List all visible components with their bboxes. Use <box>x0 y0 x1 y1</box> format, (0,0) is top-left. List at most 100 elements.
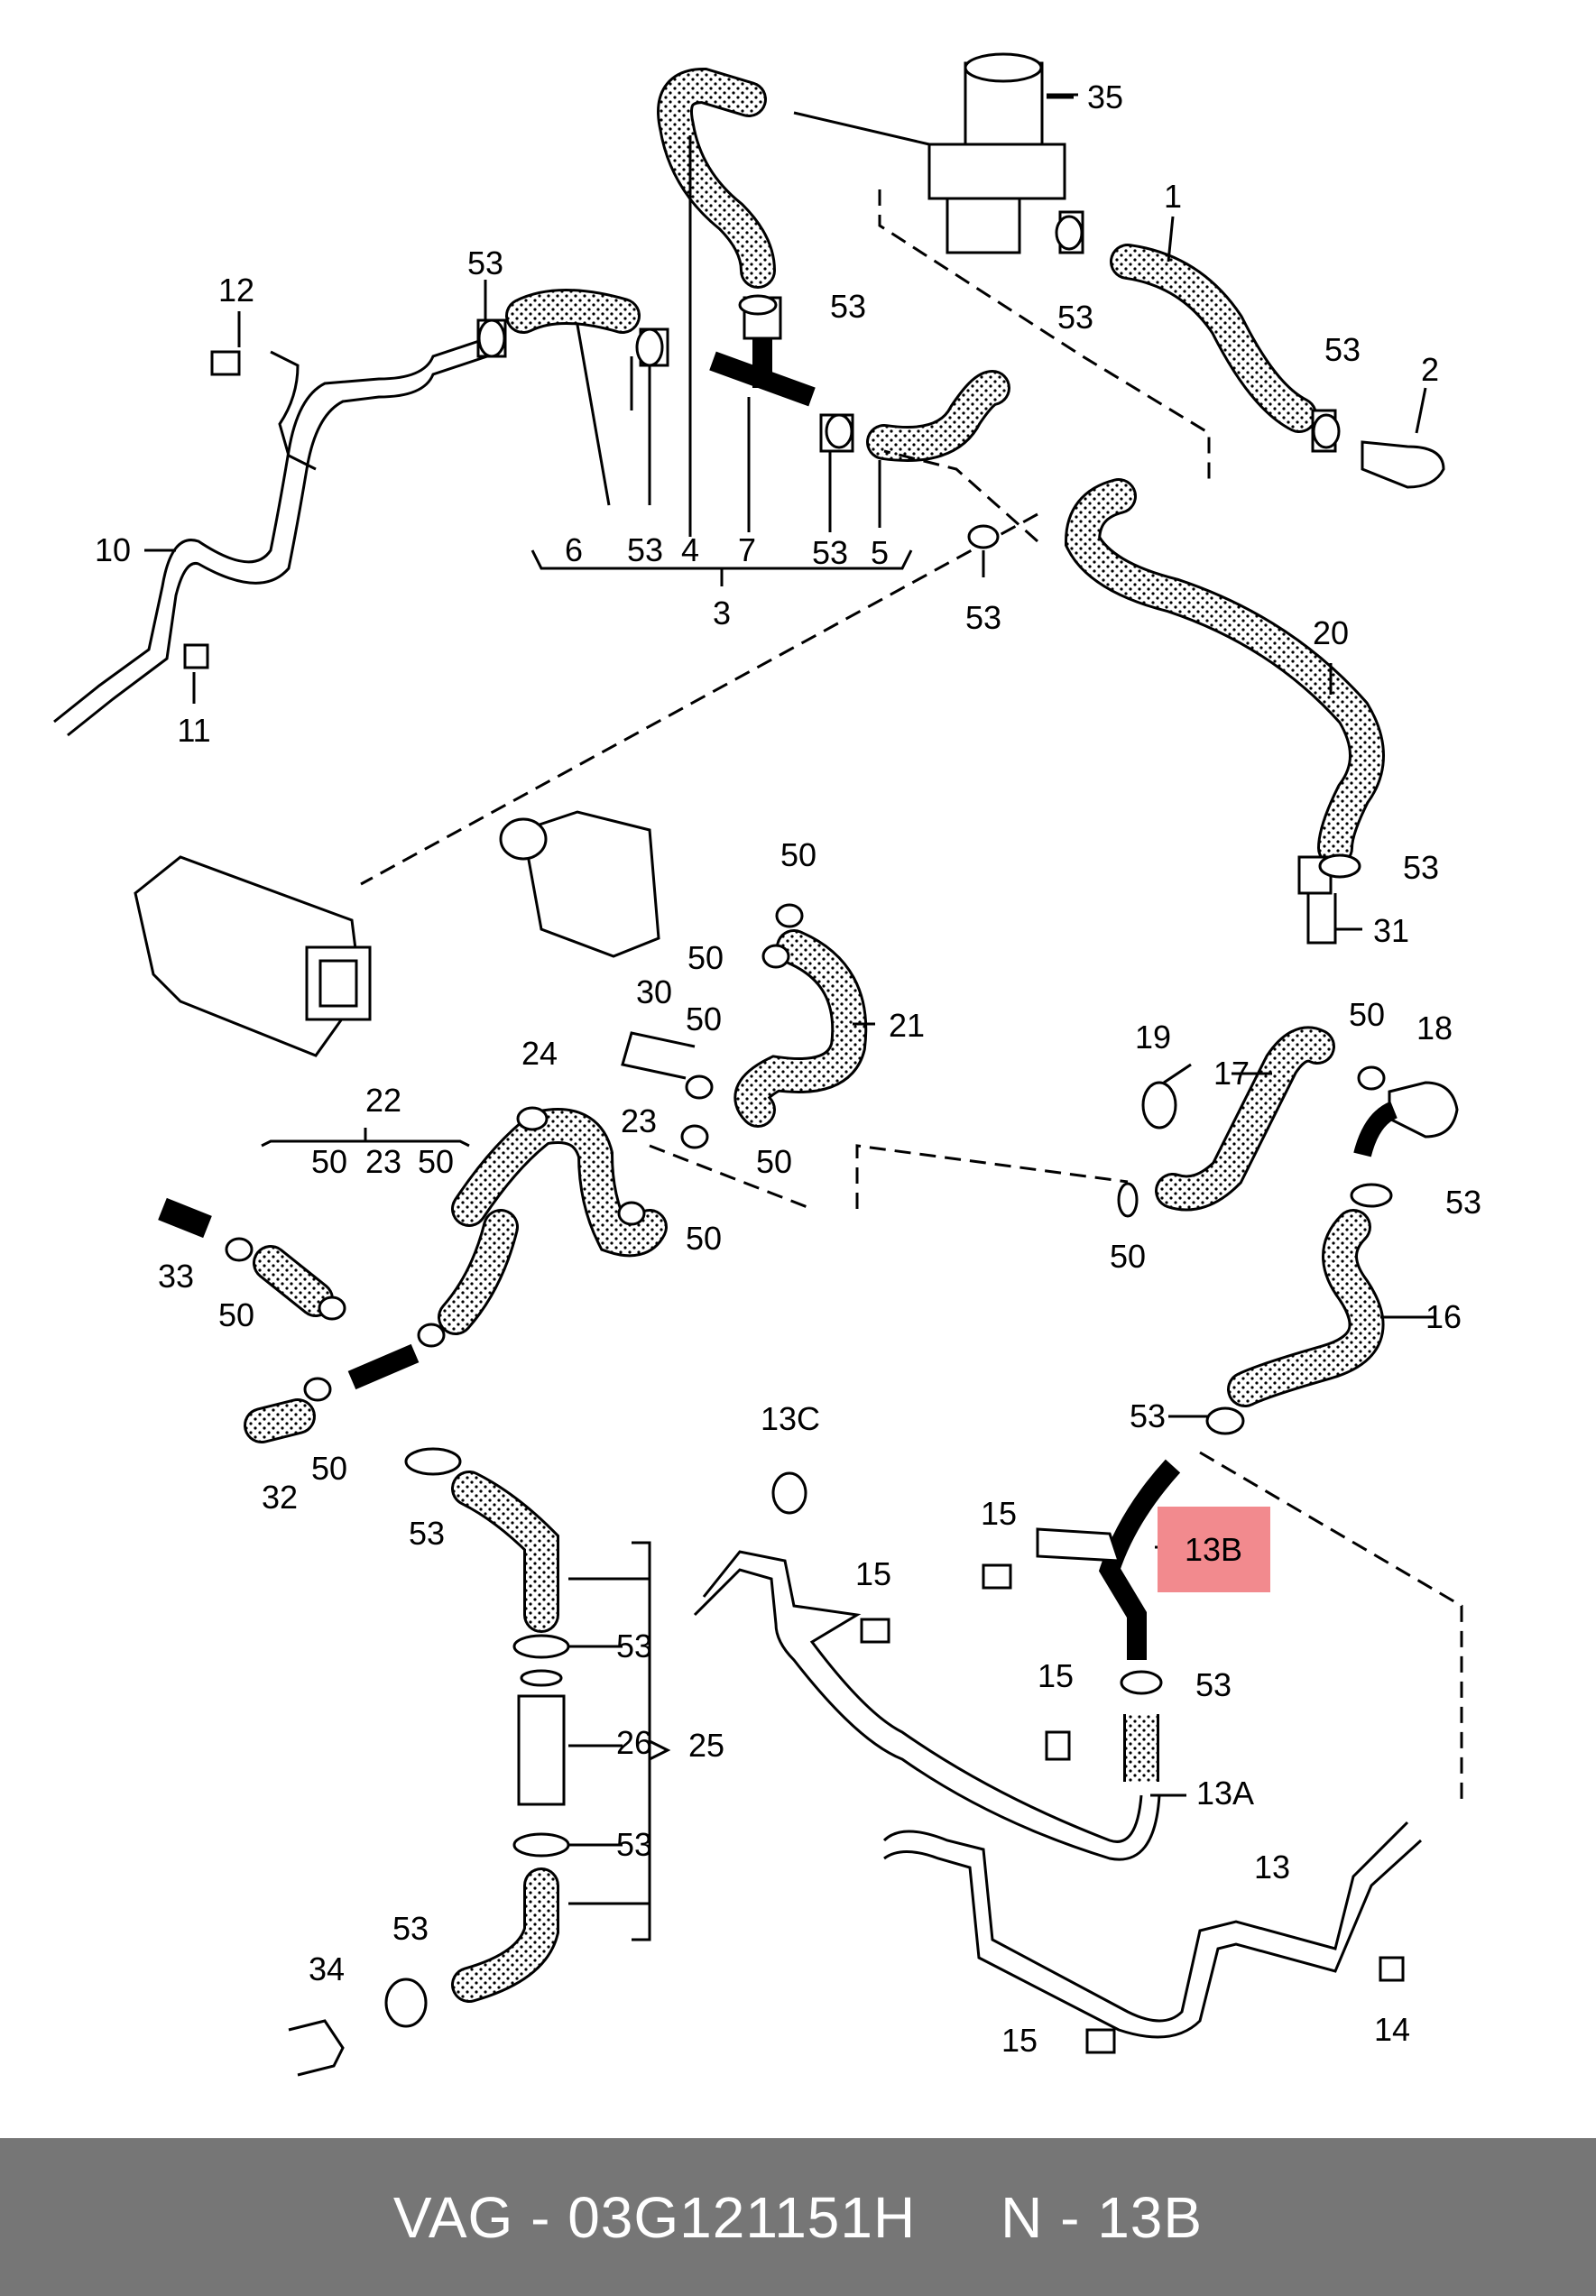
bolt-14 <box>1379 1956 1405 1982</box>
label-50: 50 <box>310 1143 348 1180</box>
label-53: 53 <box>615 1826 653 1863</box>
clamp-50 <box>685 1074 714 1100</box>
clamp-53 <box>512 1634 570 1659</box>
label-53: 53 <box>829 288 867 325</box>
label-20: 20 <box>1312 614 1350 651</box>
label-15: 15 <box>854 1555 892 1592</box>
egr-cooler <box>134 855 363 1057</box>
label-32: 32 <box>261 1479 299 1516</box>
label-24: 24 <box>521 1035 558 1072</box>
clamp-53 <box>1205 1406 1245 1435</box>
label-5: 5 <box>870 534 890 571</box>
label-50: 50 <box>780 836 817 873</box>
label-50: 50 <box>685 1000 723 1037</box>
bolt-12 <box>210 350 241 376</box>
label-25: 25 <box>687 1727 725 1764</box>
clamp-53 <box>635 327 664 367</box>
label-53: 53 <box>466 244 504 281</box>
position-prefix: N <box>1001 2184 1044 2250</box>
label-31: 31 <box>1372 912 1410 949</box>
clamp-50 <box>775 903 804 928</box>
label-53: 53 <box>408 1515 446 1552</box>
label-6: 6 <box>564 531 584 568</box>
label-30: 30 <box>635 973 673 1010</box>
clamp-53 <box>825 413 853 449</box>
clamp-53 <box>512 1832 570 1858</box>
part-number-caption: VAG - 03G121151H N - 13B <box>392 2184 1204 2250</box>
label-16: 16 <box>1425 1298 1462 1335</box>
egr-valve-module <box>521 810 660 958</box>
clamp-53 <box>1312 413 1341 449</box>
label-53: 53 <box>1056 299 1094 336</box>
clamp-53 <box>1055 215 1084 251</box>
label-53: 53 <box>1444 1184 1482 1221</box>
clamp-50 <box>225 1237 254 1262</box>
label-19: 19 <box>1134 1019 1172 1056</box>
clamp-50 <box>617 1201 646 1226</box>
diagram-area: 35 1 53 2 12 53 53 53 6 53 4 7 53 5 3 53… <box>53 52 1482 2077</box>
label-14: 14 <box>1373 2011 1411 2048</box>
label-50: 50 <box>217 1296 255 1333</box>
clamp-53 <box>1318 853 1361 879</box>
label-53: 53 <box>1129 1397 1167 1434</box>
label-50: 50 <box>417 1143 455 1180</box>
label-21: 21 <box>888 1007 926 1044</box>
clamp-19 <box>1141 1081 1177 1130</box>
clamp-53 <box>477 318 506 358</box>
label-13b: 13B <box>1184 1531 1243 1568</box>
label-10: 10 <box>94 531 132 568</box>
label-13a: 13A <box>1195 1775 1255 1812</box>
label-35: 35 <box>1086 78 1124 115</box>
label-1: 1 <box>1163 178 1183 215</box>
label-15: 15 <box>980 1495 1018 1532</box>
label-50: 50 <box>1109 1238 1147 1275</box>
label-53: 53 <box>964 599 1002 636</box>
parts-diagram <box>53 52 1463 2077</box>
label-13c: 13C <box>760 1400 821 1437</box>
label-23: 23 <box>364 1143 402 1180</box>
label-12: 12 <box>217 272 255 309</box>
clamp-50 <box>303 1377 332 1402</box>
label-53: 53 <box>1195 1666 1232 1703</box>
label-50: 50 <box>755 1143 793 1180</box>
label-53: 53 <box>615 1627 653 1664</box>
clamp-50 <box>1357 1065 1386 1091</box>
label-18: 18 <box>1416 1010 1453 1047</box>
clamp-50 <box>1117 1182 1139 1218</box>
position-number: 13B <box>1097 2184 1204 2250</box>
label-50: 50 <box>310 1450 348 1487</box>
clamp-24 <box>516 1106 549 1131</box>
clamp-50 <box>680 1124 709 1149</box>
label-53: 53 <box>811 534 849 571</box>
bolt-15 <box>860 1618 890 1644</box>
bolt-15 <box>982 1563 1012 1590</box>
label-15: 15 <box>1001 2022 1038 2059</box>
label-53: 53 <box>626 531 664 568</box>
label-53: 53 <box>392 1910 429 1947</box>
label-50: 50 <box>1348 996 1386 1033</box>
label-4: 4 <box>680 531 700 568</box>
footer-bar: VAG - 03G121151H N - 13B <box>0 2138 1596 2296</box>
label-17: 17 <box>1213 1055 1250 1092</box>
bolt-11 <box>183 643 209 669</box>
label-53: 53 <box>1324 331 1361 368</box>
label-2: 2 <box>1420 351 1440 388</box>
label-26: 26 <box>615 1724 653 1761</box>
label-50: 50 <box>687 939 724 976</box>
bolt-15 <box>1085 2028 1116 2054</box>
highlight-13b <box>1158 1507 1270 1592</box>
label-15: 15 <box>1037 1657 1075 1694</box>
label-34: 34 <box>308 1950 346 1987</box>
clamp-13c <box>771 1471 807 1515</box>
label-23: 23 <box>620 1102 658 1139</box>
bolt-15 <box>1045 1730 1071 1761</box>
clamp-53 <box>738 294 778 316</box>
clamp-53 <box>1350 1183 1393 1208</box>
label-50: 50 <box>685 1220 723 1257</box>
valve-35 <box>927 52 1066 254</box>
brand-text: VAG <box>392 2184 514 2250</box>
label-33: 33 <box>157 1258 195 1295</box>
clamp-50 <box>417 1323 446 1348</box>
clamp-53 <box>1120 1670 1163 1695</box>
label-53: 53 <box>1402 849 1440 886</box>
